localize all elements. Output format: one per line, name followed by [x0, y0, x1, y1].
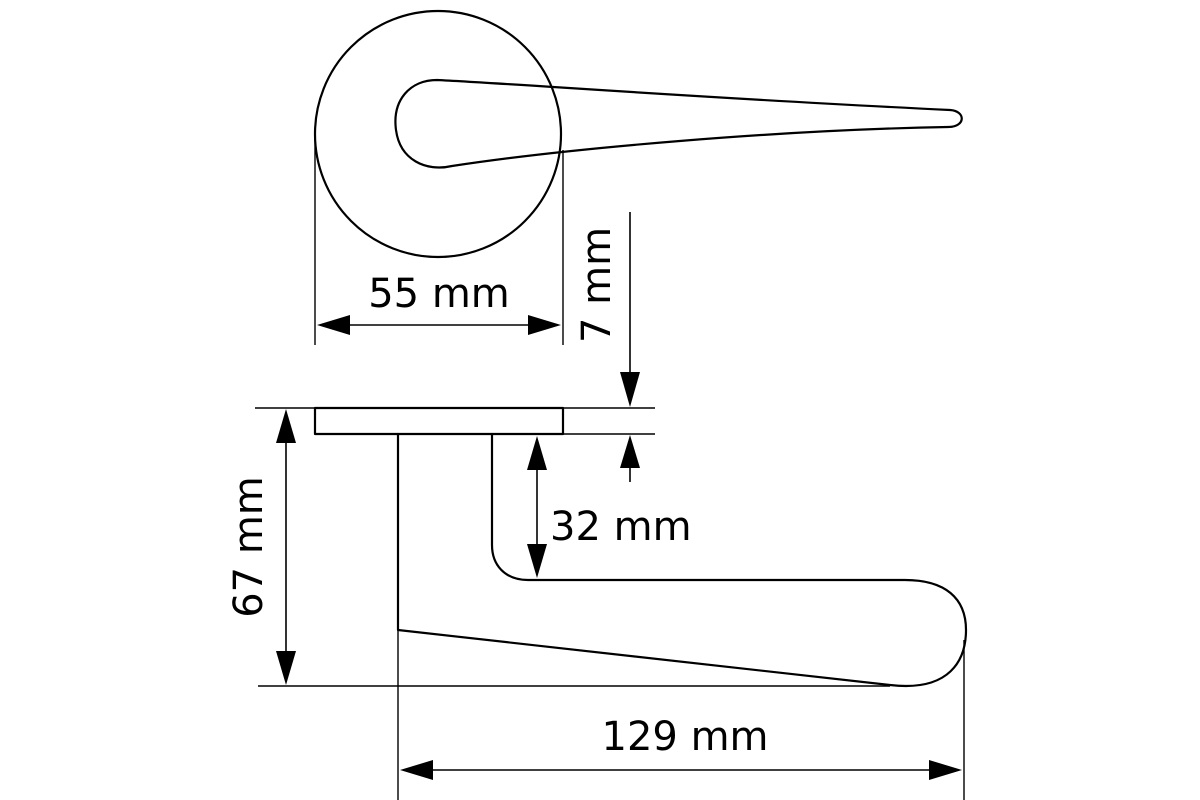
rose-thickness-arrow-up	[620, 435, 640, 468]
lever-clearance-label: 32 mm	[550, 504, 692, 550]
dimension-handle-height: 67 mm	[226, 409, 296, 685]
rose-diameter-label: 55 mm	[368, 271, 510, 317]
lever-top-outline	[394, 78, 963, 169]
rose-thickness-label: 7 mm	[574, 227, 620, 343]
lever-side-outline	[396, 432, 968, 688]
rose-plate-side	[313, 406, 565, 436]
dimension-lever-length: 129 mm	[400, 714, 962, 780]
handle-height-arrow-bottom	[276, 651, 296, 685]
lever-clearance-arrow-bottom	[527, 544, 547, 578]
rose-outline	[313, 9, 563, 259]
rose-diameter-arrow-right	[528, 315, 561, 335]
handle-height-label: 67 mm	[226, 476, 272, 618]
lever-clearance-arrow-top	[527, 436, 547, 470]
dimension-rose-thickness: 7 mm	[574, 212, 640, 482]
lever-length-label: 129 mm	[602, 714, 769, 760]
handle-height-arrow-top	[276, 409, 296, 443]
top-view	[313, 9, 963, 345]
dimension-rose-diameter: 55 mm	[317, 271, 561, 335]
lever-length-arrow-left	[400, 760, 433, 780]
rose-diameter-arrow-left	[317, 315, 350, 335]
dimension-lever-clearance: 32 mm	[527, 436, 692, 578]
rose-thickness-arrow-down	[620, 372, 640, 407]
side-view	[255, 406, 968, 800]
lever-length-arrow-right	[929, 760, 962, 780]
